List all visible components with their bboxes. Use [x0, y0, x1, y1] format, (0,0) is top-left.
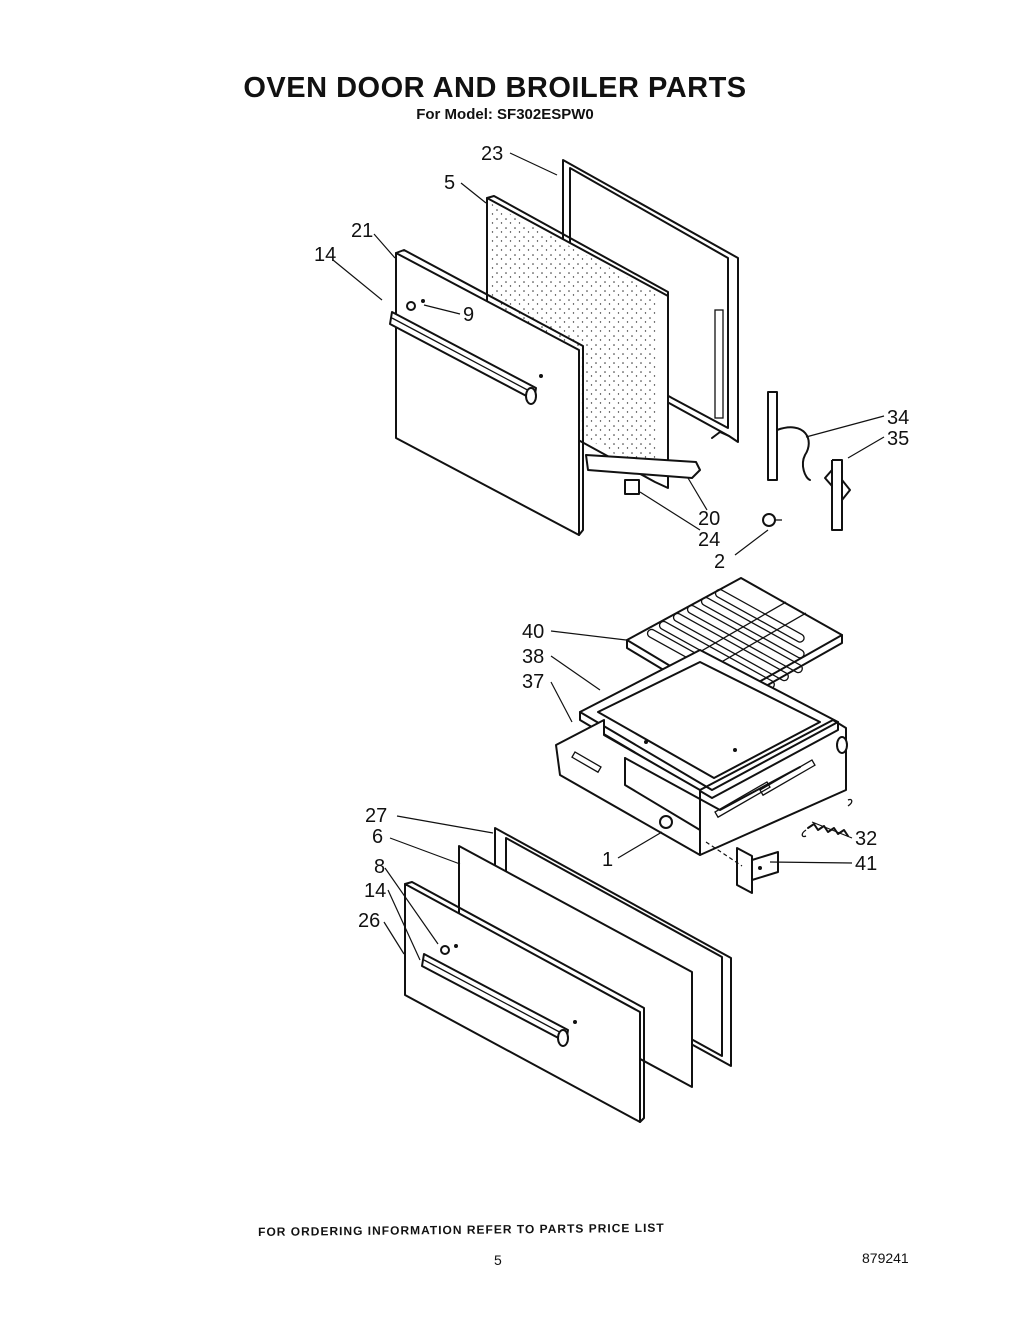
model-subtitle: For Model: SF302ESPW0 — [416, 106, 594, 123]
callout-26: 26 — [358, 910, 380, 932]
callout-20: 20 — [698, 508, 720, 530]
callout-40: 40 — [522, 621, 544, 643]
page-title: OVEN DOOR AND BROILER PARTS — [243, 72, 747, 104]
callout-labels: 23 5 21 14 9 34 35 20 24 2 40 38 37 27 6… — [314, 143, 909, 932]
document-number: 879241 — [862, 1250, 909, 1266]
callout-14-upper: 14 — [314, 244, 336, 266]
page-number: 5 — [494, 1252, 502, 1268]
callout-1: 1 — [602, 849, 613, 871]
callout-34: 34 — [887, 407, 909, 429]
callout-32: 32 — [855, 828, 877, 850]
callout-27: 27 — [365, 805, 387, 827]
broiler-drawer — [555, 719, 848, 856]
door-bottom-channel — [585, 454, 701, 495]
callout-6: 6 — [372, 826, 383, 848]
callout-23: 23 — [481, 143, 503, 165]
outer-oven-door — [389, 249, 584, 536]
callout-41: 41 — [855, 853, 877, 875]
callout-2: 2 — [714, 551, 725, 573]
callout-35: 35 — [887, 428, 909, 450]
door-hinge — [767, 391, 811, 481]
leader-lines — [332, 152, 885, 961]
callout-24: 24 — [698, 529, 720, 551]
callout-37: 37 — [522, 671, 544, 693]
callout-8: 8 — [374, 856, 385, 878]
callout-9: 9 — [463, 304, 474, 326]
hinge-receiver — [824, 459, 851, 531]
callout-38: 38 — [522, 646, 544, 668]
callout-14-lower: 14 — [364, 880, 386, 902]
callout-21: 21 — [351, 220, 373, 242]
hinge-screw — [762, 513, 782, 527]
callout-5: 5 — [444, 172, 455, 194]
outer-broiler-door — [404, 881, 645, 1123]
drawer-bracket — [736, 847, 779, 894]
drawer-spring — [801, 798, 853, 838]
